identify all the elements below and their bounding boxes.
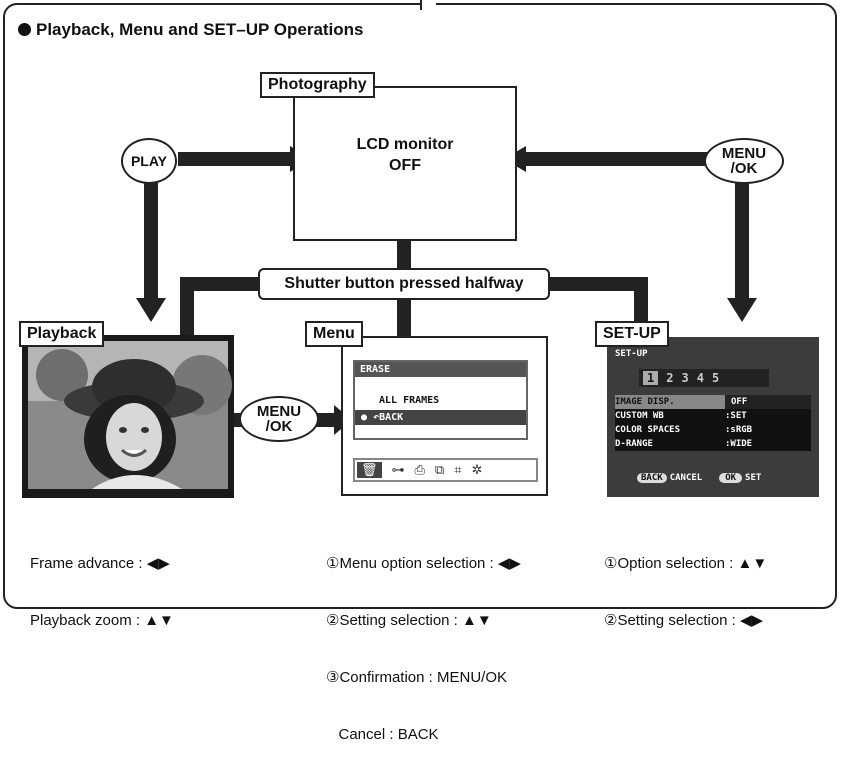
cancel-text: CANCEL — [669, 473, 703, 483]
setup-tab-2[interactable]: 2 — [666, 371, 674, 385]
lcd-off-text: OFF — [389, 157, 421, 174]
protect-key-icon[interactable]: ⊶ — [391, 462, 405, 477]
caption-frame-advance: Frame advance : ◀▶ — [30, 555, 170, 572]
playback-label: Playback — [19, 321, 105, 347]
shutter-left-drop — [180, 277, 194, 337]
frame-notch — [420, 0, 436, 10]
menu-item-all-frames[interactable]: ALL FRAMES — [379, 395, 440, 406]
menu-ok-line1: MENU — [256, 403, 302, 420]
menu-ok-line2: /OK — [730, 160, 758, 177]
play-to-playback-shaft — [144, 183, 158, 301]
menuok-to-setup-shaft — [735, 183, 749, 301]
lcd-monitor-text: LCD monitor — [356, 136, 454, 153]
portrait-photo — [28, 341, 232, 489]
set-text: SET — [745, 473, 762, 483]
caption-menu-confirm: ③Confirmation : MENU/OK — [326, 669, 507, 686]
menu-ok-button-middle[interactable]: MENU /OK — [239, 396, 319, 442]
erase-title: ERASE — [355, 362, 526, 377]
setup-tab-1[interactable]: 1 — [643, 371, 659, 385]
playback-screen — [22, 335, 234, 498]
diagram-heading: Playback, Menu and SET–UP Operations — [18, 20, 364, 40]
connector-arrows — [136, 146, 757, 435]
setup-tab-4[interactable]: 4 — [696, 371, 704, 385]
setup-row-name: D-RANGE — [615, 439, 653, 449]
menu-label: Menu — [305, 321, 363, 347]
setup-screen: SET-UP 1 2 3 4 5 IMAGE DISP. OFF CUSTOM W… — [607, 337, 819, 497]
menu-ok-button-top[interactable]: MENU /OK — [704, 138, 784, 184]
print-order-icon[interactable]: ⎙ — [414, 462, 425, 477]
photography-label: Photography — [260, 72, 375, 98]
caption-setup-option: ①Option selection : ▲▼ — [604, 555, 768, 572]
menu-screen: ERASE ALL FRAMES ● ↶BACK 🗑 ⊶ ⎙ ⧉ ⌗ ✲ — [341, 336, 548, 496]
menu-item-back[interactable]: ● ↶BACK — [355, 410, 526, 425]
menu-icon-bar: 🗑 ⊶ ⎙ ⧉ ⌗ ✲ — [353, 458, 538, 482]
playback-captions: Frame advance : ◀▶ Playback zoom : ▲▼ — [30, 516, 174, 649]
brightness-icon[interactable]: ✲ — [471, 462, 483, 477]
shutter-half-press-label: Shutter button pressed halfway — [258, 268, 550, 300]
copy-icon[interactable]: ⧉ — [434, 462, 445, 477]
back-label: BACK — [379, 412, 404, 423]
setup-row-custom-wb[interactable]: CUSTOM WB :SET — [615, 409, 811, 423]
setup-tab-5[interactable]: 5 — [711, 371, 720, 385]
shutter-left-bar — [180, 277, 262, 291]
setup-screen-title: SET-UP — [615, 349, 648, 359]
back-key-icon: BACK — [637, 473, 667, 483]
caption-menu-option: ①Menu option selection : ◀▶ — [326, 555, 521, 572]
setup-row-value: :SET — [725, 411, 747, 421]
shutter-to-menu-line — [397, 296, 411, 338]
caption-playback-zoom: Playback zoom : ▲▼ — [30, 612, 174, 629]
shutter-right-bar — [548, 277, 648, 291]
setup-captions: ①Option selection : ▲▼ ②Setting selectio… — [604, 516, 767, 649]
menu-ok-line1: MENU — [721, 145, 767, 162]
setup-row-name: IMAGE DISP. — [615, 397, 675, 407]
shutter-right-drop — [634, 277, 648, 325]
play-button[interactable]: PLAY — [121, 138, 177, 184]
photography-box: LCD monitor OFF — [293, 86, 517, 241]
ok-key-icon: OK — [719, 473, 743, 483]
play-to-photo-shaft — [178, 152, 290, 166]
trash-icon[interactable]: 🗑 — [357, 462, 382, 478]
erase-submenu: ERASE ALL FRAMES ● ↶BACK — [353, 360, 528, 440]
setup-row-d-range[interactable]: D-RANGE :WIDE — [615, 437, 811, 451]
menuok-to-setup-head — [727, 298, 757, 322]
setup-options-list: IMAGE DISP. OFF CUSTOM WB :SET COLOR SPACE… — [615, 395, 811, 451]
setup-row-value: OFF — [725, 395, 811, 409]
setup-row-value: :WIDE — [725, 439, 753, 449]
setup-row-name: COLOR SPACES — [615, 425, 681, 435]
menu-captions: ①Menu option selection : ◀▶ ②Setting sel… — [326, 516, 521, 763]
setup-row-name: CUSTOM WB — [615, 411, 664, 421]
caption-menu-setting: ②Setting selection : ▲▼ — [326, 612, 492, 629]
setup-label: SET-UP — [595, 321, 669, 347]
setup-row-image-disp[interactable]: IMAGE DISP. OFF — [615, 395, 811, 409]
setup-tabs: 1 2 3 4 5 — [639, 369, 769, 387]
menu-ok-line2: /OK — [265, 418, 293, 435]
setup-row-color-spaces[interactable]: COLOR SPACES :sRGB — [615, 423, 811, 437]
trim-icon[interactable]: ⌗ — [454, 462, 462, 477]
setup-row-value: :sRGB — [725, 425, 753, 435]
bullet-icon — [18, 23, 31, 36]
caption-setup-setting: ②Setting selection : ◀▶ — [604, 612, 764, 629]
heading-text: Playback, Menu and SET–UP Operations — [36, 20, 364, 39]
setup-footer: BACK CANCEL OK SET — [637, 473, 761, 483]
caption-menu-cancel: Cancel : BACK — [326, 726, 439, 743]
menuok-to-photo-shaft — [526, 152, 708, 166]
setup-tab-3[interactable]: 3 — [681, 371, 689, 385]
play-to-playback-head — [136, 298, 166, 322]
